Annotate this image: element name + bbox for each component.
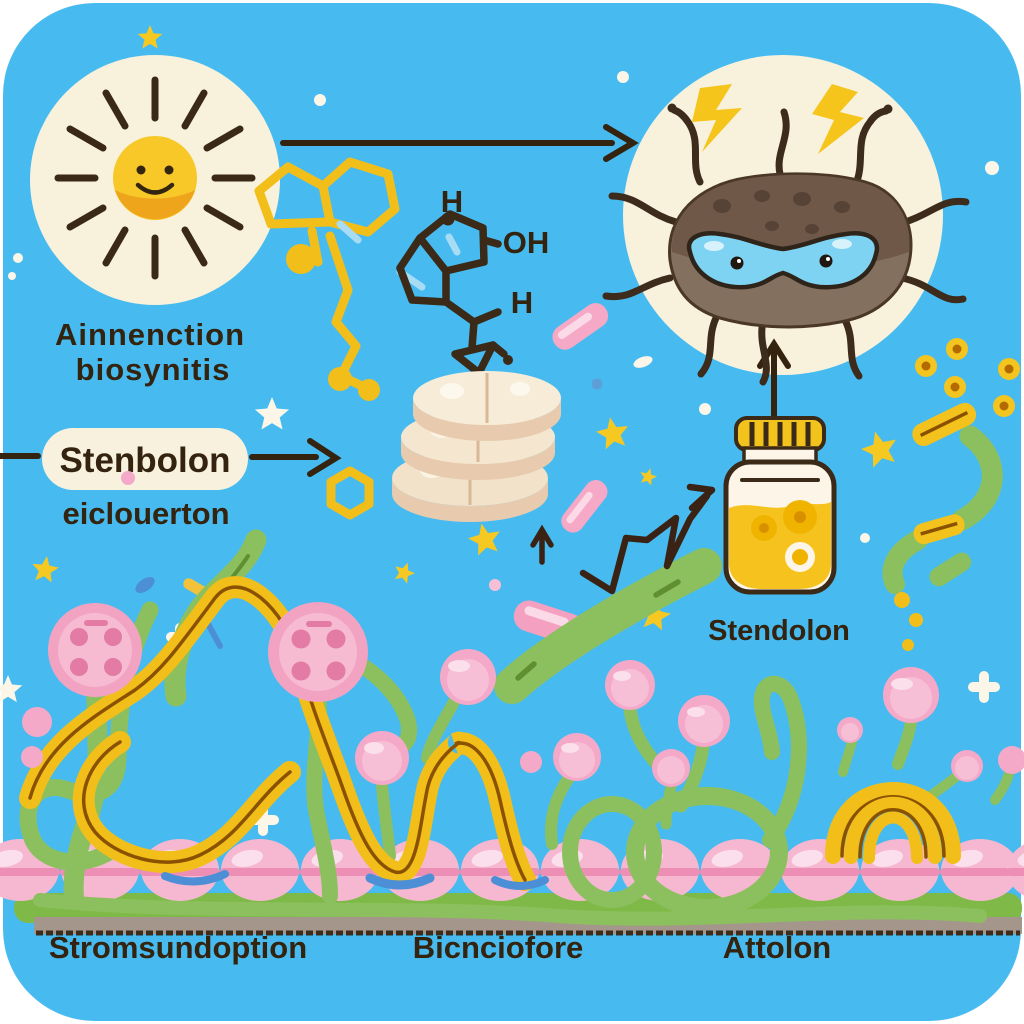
segmented-worm-icon bbox=[882, 402, 1003, 594]
pill-label: Stenbolon bbox=[59, 441, 230, 480]
pill-label-bg bbox=[42, 428, 248, 490]
rope-icon bbox=[19, 576, 961, 891]
molecule-black-rings bbox=[396, 210, 508, 377]
molecule-yellow-atom bbox=[286, 244, 316, 274]
process-caption: Ainnenction biosynitis bbox=[55, 317, 245, 387]
bulb-icon bbox=[21, 471, 1024, 787]
process-caption-line1: Ainnenction bbox=[55, 317, 245, 352]
sun-face bbox=[113, 136, 197, 220]
molecule-dot bbox=[503, 355, 513, 365]
membrane-label-middle: Bicnciofore bbox=[413, 930, 584, 965]
button-cell-icon bbox=[48, 602, 368, 702]
microbe-icon bbox=[602, 84, 970, 386]
microbe-tentacles bbox=[602, 106, 970, 386]
atom-label-h-right: H bbox=[511, 285, 533, 320]
molecule-icon: H OH H bbox=[254, 157, 550, 520]
molecule-yellow-atom bbox=[328, 367, 352, 391]
microbe-spots bbox=[713, 190, 850, 234]
lightning-icon bbox=[692, 84, 864, 154]
membrane-label-left: Stromsundoption bbox=[49, 930, 307, 965]
microbe-goggles bbox=[686, 231, 880, 290]
zigzag-arrow-icon bbox=[579, 483, 716, 595]
process-caption-line2: biosynitis bbox=[76, 352, 231, 387]
molecule-hexagon bbox=[326, 466, 374, 520]
membrane-captions: Stromsundoption Bicnciofore Attolon bbox=[49, 930, 831, 965]
molecule-n-dot bbox=[441, 212, 455, 226]
tablet-stack-icon bbox=[392, 371, 561, 522]
stenbolon-callout: Stenbolon eiclouerton bbox=[0, 428, 342, 531]
molecule-yellow-atom bbox=[358, 379, 380, 401]
sun-icon bbox=[54, 76, 256, 280]
jar-label: Stendolon bbox=[708, 615, 850, 647]
donut-icons bbox=[894, 338, 1020, 651]
membrane-label-right: Attolon bbox=[723, 930, 831, 965]
atom-label-h-top: H bbox=[441, 184, 463, 219]
arrow-right-icon bbox=[280, 124, 639, 162]
membrane-icon bbox=[0, 471, 1024, 936]
arrow-up-small-icon bbox=[530, 524, 554, 565]
tablet-top bbox=[413, 371, 561, 441]
pill-sub-label: eiclouerton bbox=[62, 496, 229, 531]
jar-icon: Stendolon bbox=[708, 338, 850, 647]
atom-label-oh: OH bbox=[503, 225, 550, 260]
